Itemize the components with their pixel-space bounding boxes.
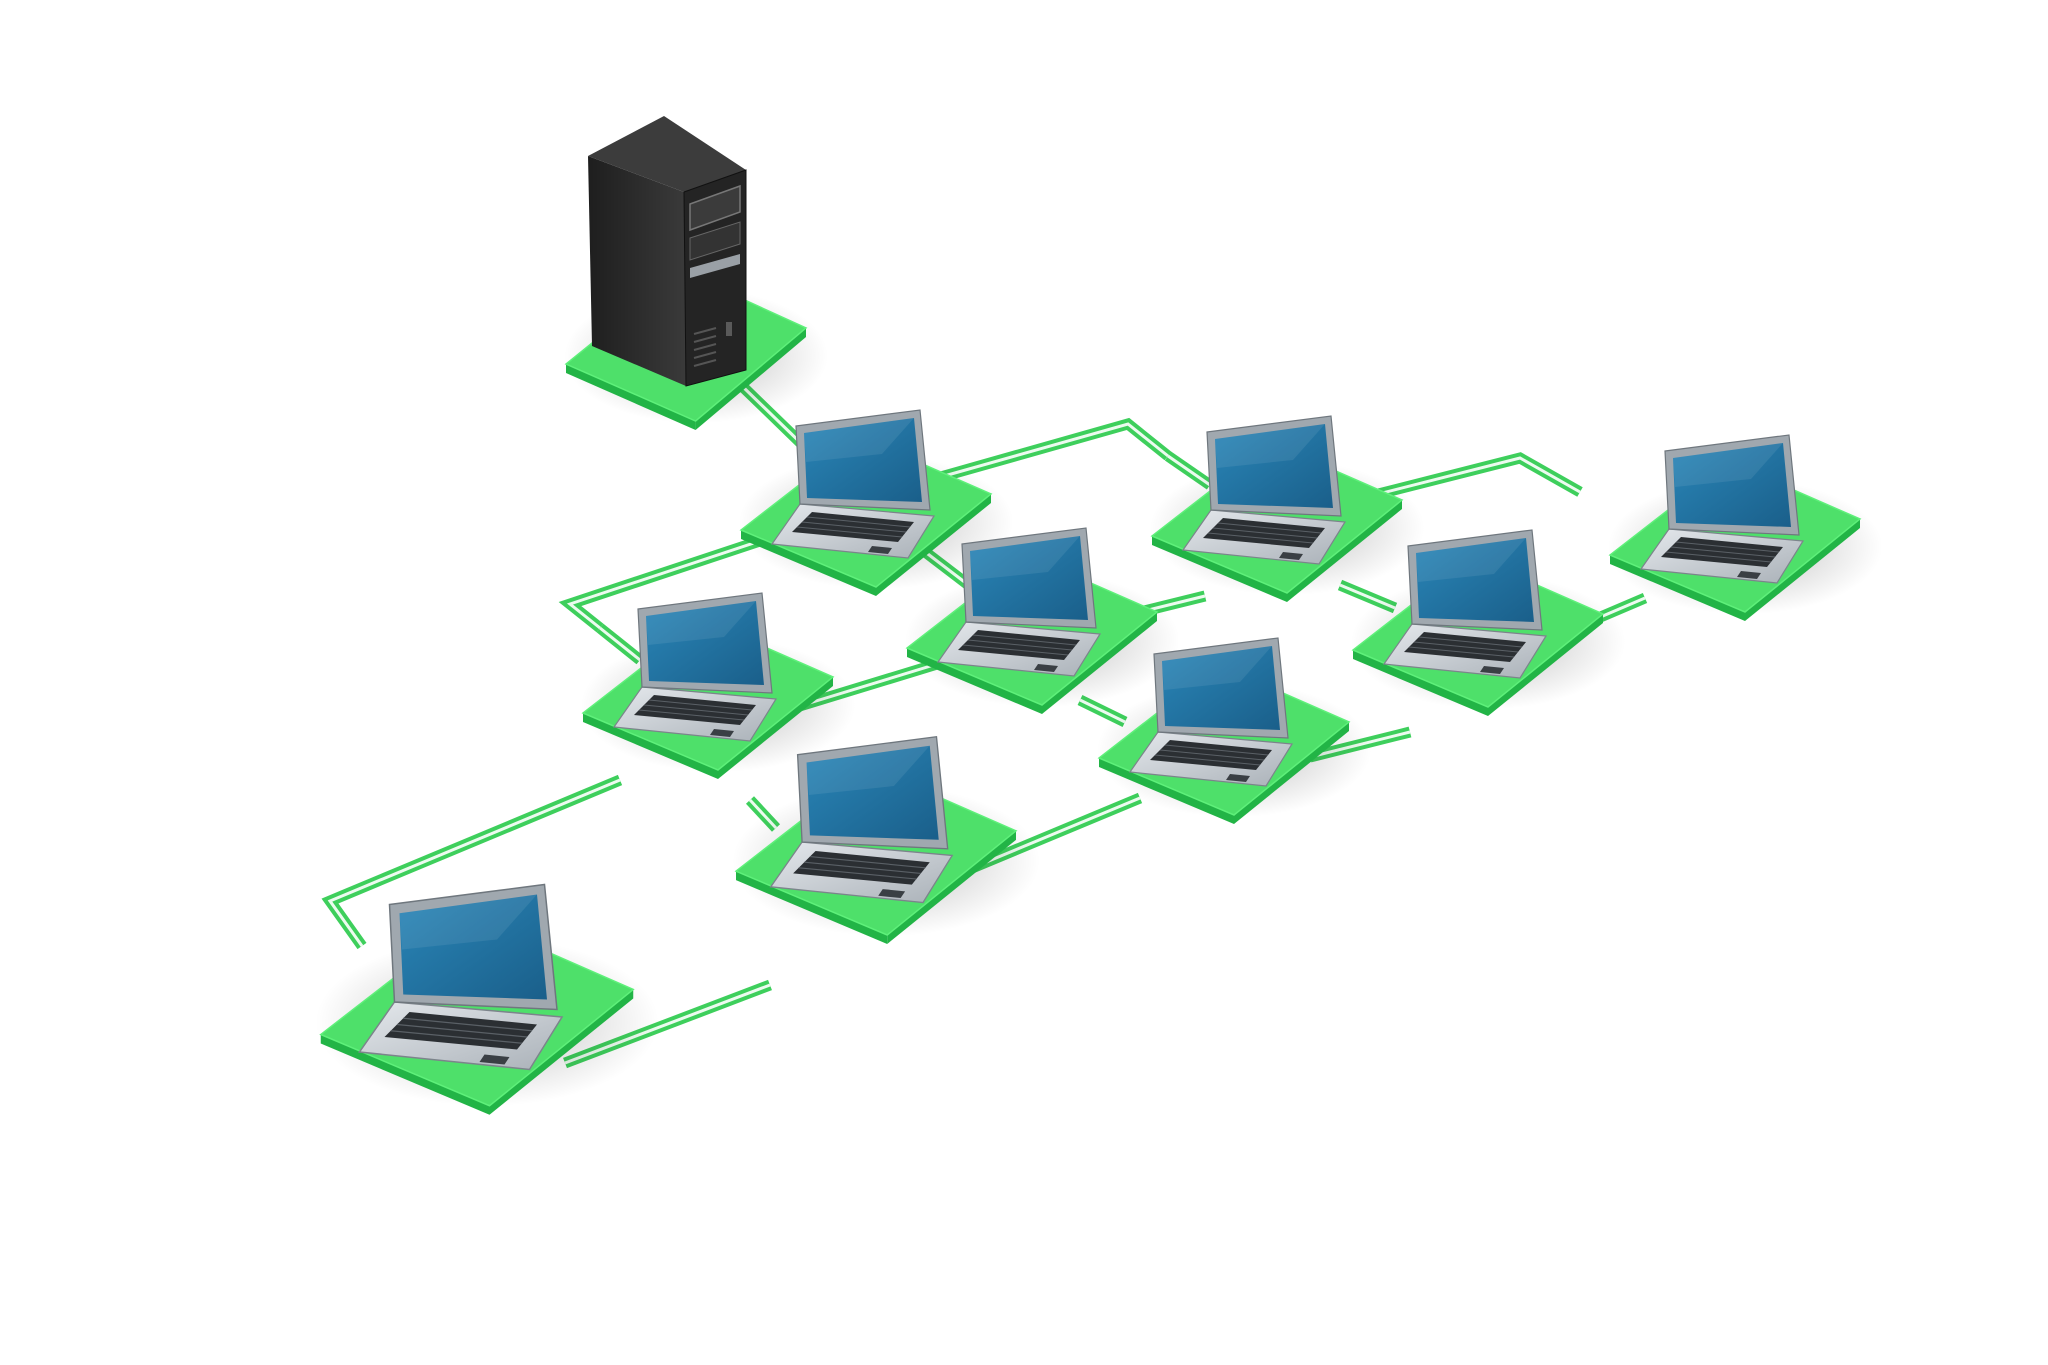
laptop-icon (1128, 637, 1294, 787)
laptop-icon (936, 527, 1102, 677)
laptop-icon (612, 592, 778, 742)
laptop-2 (1149, 415, 1425, 602)
server (564, 116, 828, 430)
laptop-3 (1607, 434, 1883, 621)
server-tower-icon (588, 116, 747, 387)
laptop-5 (1350, 529, 1626, 716)
laptop-icon (1382, 529, 1548, 679)
laptop-4 (904, 527, 1180, 714)
cable (558, 519, 810, 633)
cable (928, 417, 1172, 486)
laptop-8 (732, 736, 1040, 944)
laptop-icon (1639, 434, 1805, 584)
laptop-6 (580, 592, 856, 779)
cable (321, 774, 623, 950)
laptop-7 (1096, 637, 1372, 824)
laptop-icon (1181, 415, 1347, 565)
laptop-icon (358, 883, 564, 1071)
laptop-1 (738, 409, 1014, 596)
network-nodes (315, 116, 1883, 1115)
laptop-icon (769, 736, 954, 904)
laptop-9 (315, 883, 659, 1115)
laptop-icon (770, 409, 936, 559)
